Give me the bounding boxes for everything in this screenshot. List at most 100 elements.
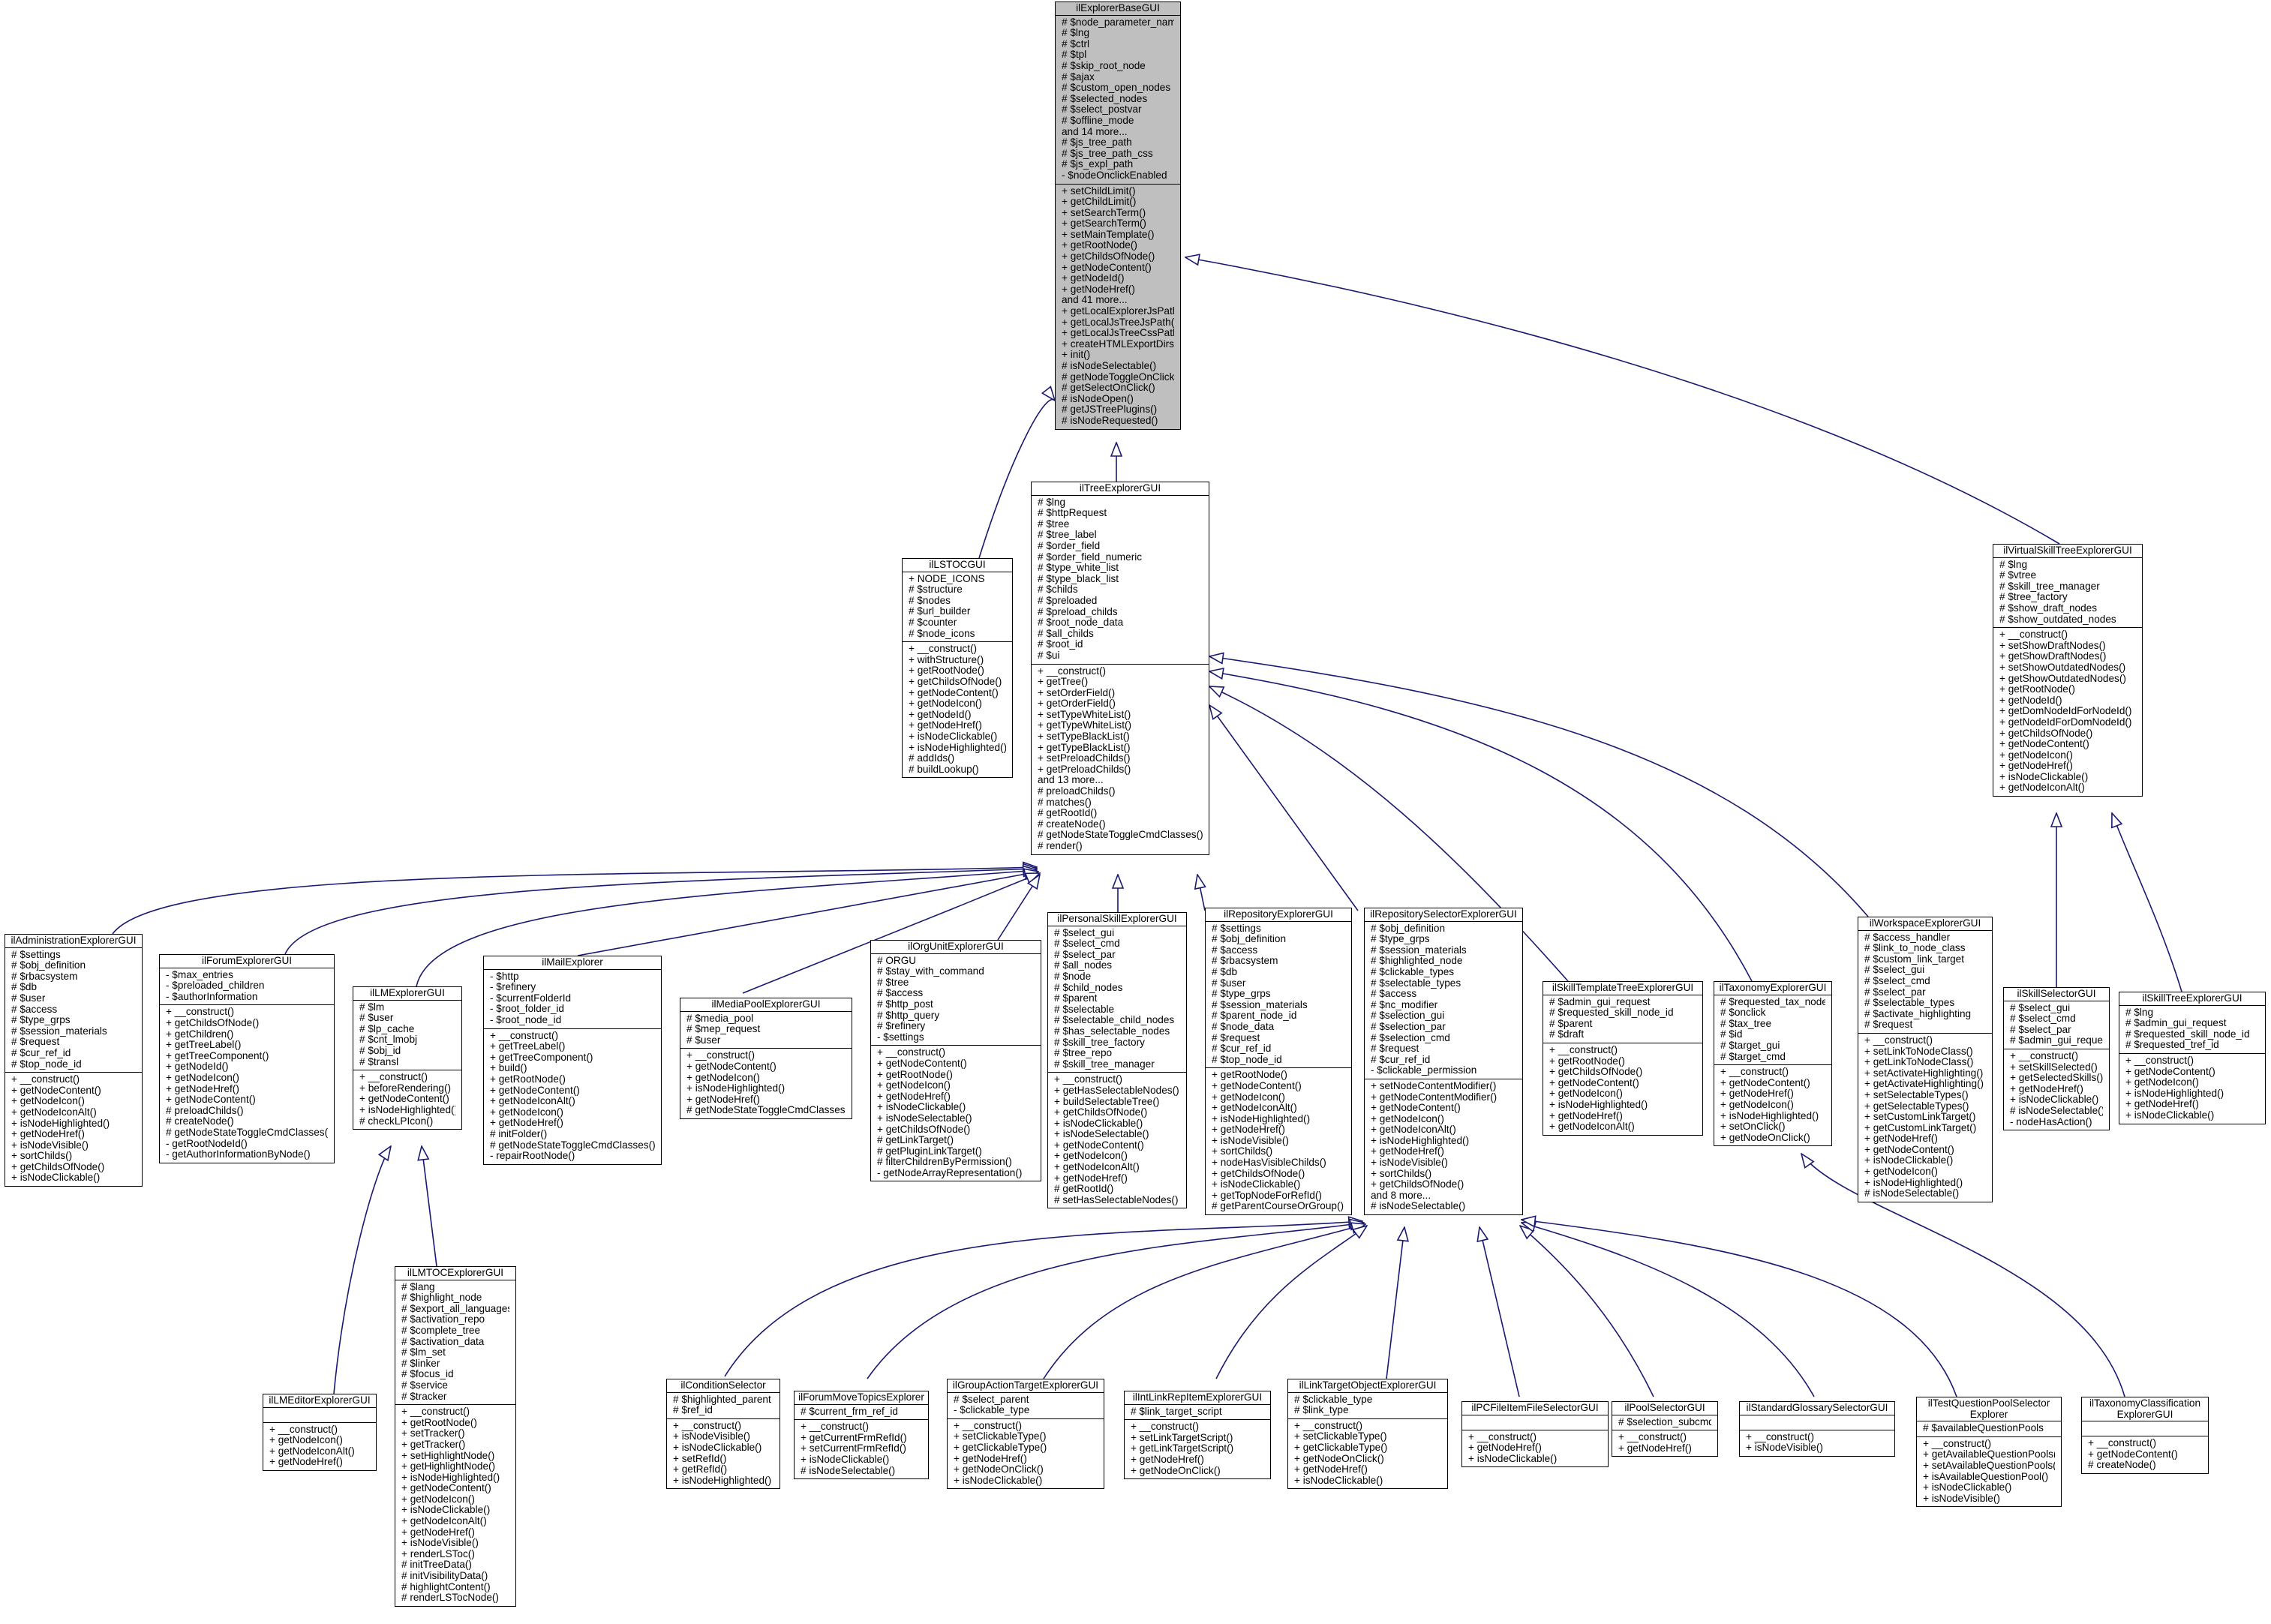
operation-line: + getNodeId() <box>166 1061 229 1073</box>
class-attributes: # $link_target_script <box>1125 1405 1270 1421</box>
attribute-line: # $access <box>877 988 924 999</box>
operation-line: + getNodeIconAlt() <box>490 1096 575 1107</box>
class-ilRepositoryExplorerGUI[interactable]: ilRepositoryExplorerGUI # $settings# $ob… <box>1205 908 1352 1216</box>
attribute-line: # $rbacsystem <box>1212 956 1278 967</box>
operation-line: + getNodeOnClick() <box>1294 1453 1384 1464</box>
attribute-line: # $onclick <box>1720 1007 1766 1019</box>
class-ilForumExplorerGUI[interactable]: ilForumExplorerGUI - $max_entries- $prel… <box>159 954 335 1163</box>
class-operations: + __construct()+ setLinkToNodeClass()+ g… <box>1858 1034 1992 1202</box>
attribute-line: # $type_grps <box>1212 989 1271 1000</box>
attribute-line: - $max_entries <box>166 969 233 980</box>
edge-mediapool-tree <box>742 873 1040 994</box>
attribute-line: # $offline_mode <box>1062 115 1134 126</box>
class-ilLMExplorerGUI[interactable]: ilLMExplorerGUI # $lm# $user# $lp_cache#… <box>353 986 462 1130</box>
class-ilLSTOCGUI[interactable]: ilLSTOCGUI + NODE_ICONS# $structure# $no… <box>902 558 1013 779</box>
operation-line: + __construct() <box>909 644 978 655</box>
operation-line: + beforeRendering() <box>359 1082 452 1094</box>
class-operations: + __construct()+ getRootNode()+ setTrack… <box>395 1405 515 1606</box>
operation-line: + isNodeClickable() <box>1212 1179 1301 1190</box>
class-ilGroupActionTargetExplorerGUI[interactable]: ilGroupActionTargetExplorerGUI # $select… <box>947 1379 1104 1490</box>
operation-line: + getNodeIcon() <box>490 1106 563 1118</box>
operation-line: + getNodeIconAlt() <box>1371 1124 1456 1136</box>
attribute-line: # $root_node_data <box>1038 617 1124 629</box>
class-title: ilSkillTemplateTreeExplorerGUI <box>1543 982 1702 995</box>
class-ilSkillTreeExplorerGUI[interactable]: ilSkillTreeExplorerGUI # $lng# $admin_gu… <box>2119 992 2266 1124</box>
attribute-line: # $admin_gui_request <box>2010 1035 2103 1046</box>
operation-line: + isNodeHighlighted() <box>359 1104 455 1115</box>
class-operations: + __construct()+ getNodeContent()+ getNo… <box>680 1049 852 1118</box>
operation-line: # buildLookup() <box>909 764 979 775</box>
attribute-line: # $clickable_type <box>1294 1394 1373 1405</box>
attribute-line: and 14 more... <box>1062 126 1128 137</box>
class-ilOrgUnitExplorerGUI[interactable]: ilOrgUnitExplorerGUI # ORGU# $stay_with_… <box>870 940 1041 1182</box>
class-ilSkillTemplateTreeExplorerGUI[interactable]: ilSkillTemplateTreeExplorerGUI # $admin_… <box>1543 981 1703 1136</box>
operation-line: + __construct() <box>1720 1067 1789 1078</box>
attribute-line: # $lm_set <box>401 1347 446 1358</box>
attribute-line: # $skill_tree_manager <box>1999 581 2100 592</box>
operation-line: + getClickableType() <box>954 1442 1047 1453</box>
class-ilLinkTargetObjectExplorerGUI[interactable]: ilLinkTargetObjectExplorerGUI # $clickab… <box>1287 1379 1448 1490</box>
class-ilSkillSelectorGUI[interactable]: ilSkillSelectorGUI # $select_gui# $selec… <box>2003 987 2110 1131</box>
attribute-line: # $refinery <box>877 1021 926 1032</box>
class-ilPoolSelectorGUI[interactable]: ilPoolSelectorGUI # $selection_subcmd + … <box>1612 1401 1718 1457</box>
attribute-line: # $tree <box>1038 518 1070 530</box>
class-title: ilLSTOCGUI <box>903 559 1012 572</box>
attribute-line: # $ajax <box>1062 71 1095 83</box>
class-ilLMTOCExplorerGUI[interactable]: ilLMTOCExplorerGUI # $lang# $highlight_n… <box>395 1266 516 1607</box>
operation-line: + getNodeIcon() <box>1549 1088 1623 1100</box>
class-ilTaxonomyClassificationExplorerGUI[interactable]: ilTaxonomyClassification ExplorerGUI + _… <box>2081 1397 2209 1474</box>
operation-line: + getTypeBlackList() <box>1038 742 1131 753</box>
attribute-line: # $selection_cmd <box>1371 1032 1450 1043</box>
class-ilConditionSelector[interactable]: ilConditionSelector # $highlighted_paren… <box>666 1379 780 1490</box>
class-ilMailExplorer[interactable]: ilMailExplorer - $http- $refinery- $curr… <box>483 956 662 1165</box>
attribute-line: # $nc_modifier <box>1371 999 1438 1010</box>
attribute-line: # $obj_id <box>359 1045 401 1056</box>
class-ilIntLinkRepItemExplorerGUI[interactable]: ilIntLinkRepItemExplorerGUI # $link_targ… <box>1124 1391 1271 1480</box>
attribute-line: # $complete_tree <box>401 1325 481 1336</box>
attribute-line: - $root_folder_id <box>490 1004 564 1015</box>
class-operations: + __construct()+ getNodeContent()+ getNo… <box>2119 1054 2265 1124</box>
attribute-line: # $stay_with_command <box>877 966 984 977</box>
operation-line: + isNodeVisible() <box>673 1431 750 1442</box>
operation-line: + getNodeHref() <box>269 1457 343 1468</box>
class-attributes: # $lang# $highlight_node# $export_all_la… <box>395 1280 515 1406</box>
attribute-line: # $parent <box>1054 993 1098 1004</box>
class-ilTreeExplorerGUI[interactable]: ilTreeExplorerGUI # $lng# $httpRequest# … <box>1031 482 1209 855</box>
class-ilTestQuestionPoolSelectorExplorer[interactable]: ilTestQuestionPoolSelector Explorer # $a… <box>1916 1397 2062 1508</box>
edge-testpool-repsel <box>1522 1220 1957 1397</box>
attribute-line: # $all_childs <box>1038 628 1094 639</box>
class-attributes: # $admin_gui_request# $requested_skill_n… <box>1543 995 1702 1043</box>
attribute-line: # $requested_tref_id <box>2125 1040 2219 1051</box>
class-ilPersonalSkillExplorerGUI[interactable]: ilPersonalSkillExplorerGUI # $select_gui… <box>1047 912 1187 1209</box>
attribute-line: # $obj_definition <box>1371 923 1446 934</box>
class-ilMediaPoolExplorerGUI[interactable]: ilMediaPoolExplorerGUI # $media_pool# $m… <box>680 998 852 1119</box>
operation-line: # initFolder() <box>490 1128 548 1139</box>
operation-line: # createNode() <box>166 1116 234 1127</box>
class-title: ilLMTOCExplorerGUI <box>395 1267 515 1280</box>
operation-line: + setShowOutdatedNodes() <box>1999 662 2126 673</box>
class-ilVirtualSkillTreeExplorerGUI[interactable]: ilVirtualSkillTreeExplorerGUI # $lng# $v… <box>1993 544 2143 797</box>
attribute-line: # $select_par <box>1864 986 1926 998</box>
class-ilForumMoveTopicsExplorer[interactable]: ilForumMoveTopicsExplorer # $current_frm… <box>794 1391 929 1480</box>
operation-line: + getRootNode() <box>909 665 984 677</box>
class-ilStandardGlossarySelectorGUI[interactable]: ilStandardGlossarySelectorGUI + __constr… <box>1739 1401 1895 1457</box>
class-ilPCFileItemFileSelectorGUI[interactable]: ilPCFileItemFileSelectorGUI + __construc… <box>1461 1401 1609 1468</box>
operation-line: + getNodeOnClick() <box>954 1464 1044 1475</box>
operation-line: + getNodeIcon() <box>1371 1113 1444 1124</box>
operation-line: # getSelectOnClick() <box>1062 383 1155 394</box>
operation-line: + getShowDraftNodes() <box>1999 651 2107 662</box>
attribute-line: # $http_post <box>877 998 933 1010</box>
class-ilWorkspaceExplorerGUI[interactable]: ilWorkspaceExplorerGUI # $access_handler… <box>1858 917 1993 1202</box>
operation-line: + getNodeHref() <box>1212 1124 1285 1136</box>
attribute-line: # $ref_id <box>673 1405 713 1416</box>
class-ilRepositorySelectorExplorerGUI[interactable]: ilRepositorySelectorExplorerGUI # $obj_d… <box>1364 908 1523 1216</box>
attribute-line: # $select_par <box>2010 1024 2071 1035</box>
class-operations: + __construct()+ getChildsOfNode()+ getC… <box>160 1005 334 1162</box>
class-ilLMEditorExplorerGUI[interactable]: ilLMEditorExplorerGUI + __construct()+ g… <box>263 1394 377 1471</box>
operation-line: + getAvailableQuestionPools() <box>1923 1449 2055 1460</box>
class-ilExplorerBaseGUI[interactable]: ilExplorerBaseGUI # $node_parameter_name… <box>1055 2 1181 430</box>
class-ilAdministrationExplorerGUI[interactable]: ilAdministrationExplorerGUI # $settings#… <box>5 934 143 1187</box>
operation-line: + getNodeIconAlt() <box>1549 1121 1635 1133</box>
operation-line: + isAvailableQuestionPool() <box>1923 1471 2049 1482</box>
class-ilTaxonomyExplorerGUI[interactable]: ilTaxonomyExplorerGUI # $requested_tax_n… <box>1714 981 1832 1147</box>
